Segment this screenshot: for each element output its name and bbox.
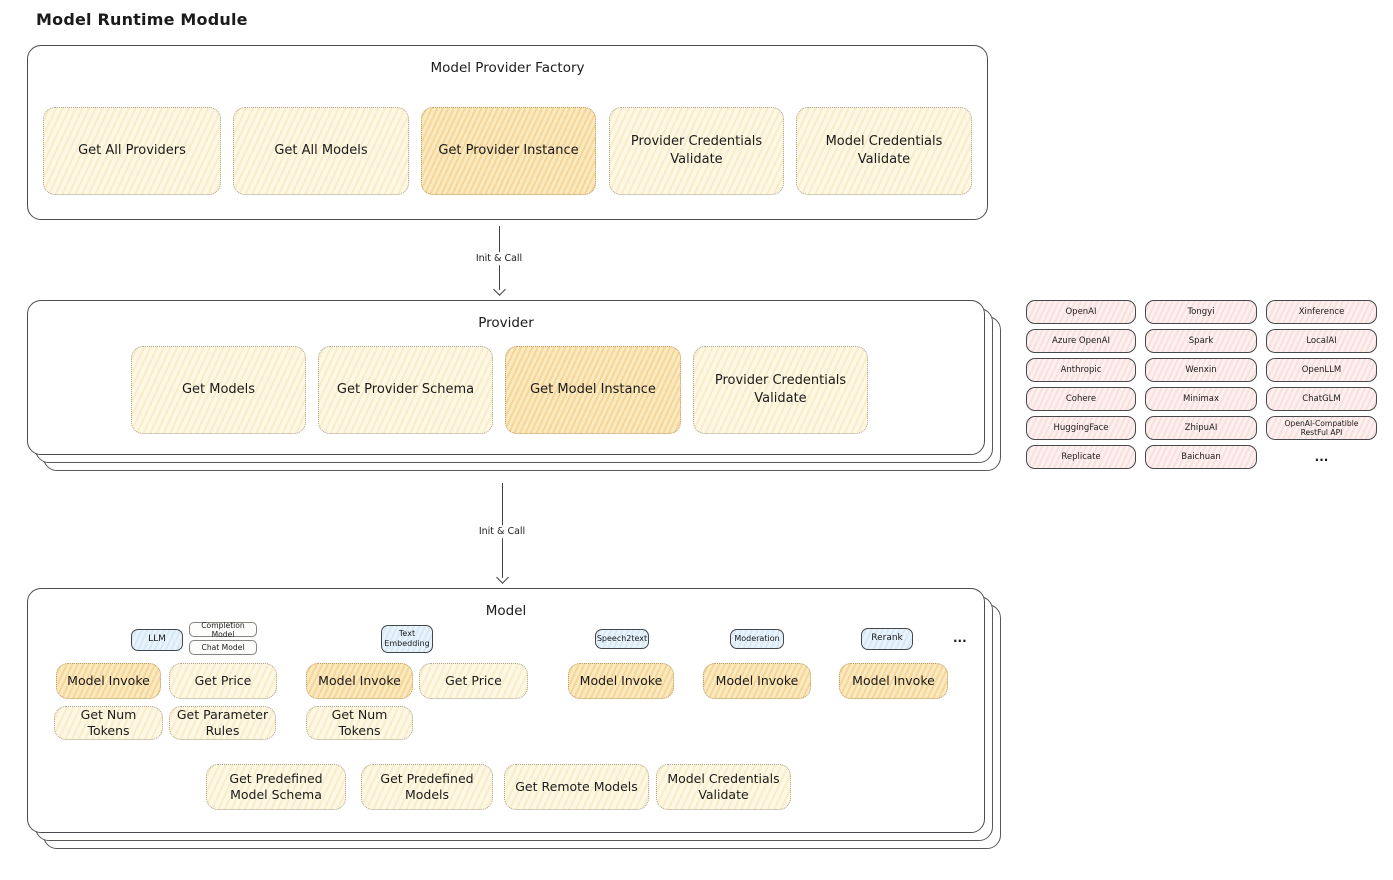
node-get-remote-models: Get Remote Models — [504, 764, 649, 810]
arrow-provider-to-model: Init & Call — [473, 483, 531, 584]
arrow-factory-to-provider: Init & Call — [470, 226, 528, 296]
tabs-more: ... — [953, 631, 967, 645]
node-model-invoke-rerank: Model Invoke — [839, 663, 948, 699]
node-get-price-llm: Get Price — [169, 663, 277, 699]
tab-text-embedding: Text Embedding — [381, 625, 433, 653]
node-provider-credentials-validate: Provider Credentials Validate — [609, 107, 784, 195]
arrow-label: Init & Call — [470, 252, 528, 266]
node-get-model-instance: Get Model Instance — [505, 346, 681, 434]
node-get-parameter-rules: Get Parameter Rules — [169, 706, 276, 740]
tab-completion-model: Completion Model — [189, 621, 257, 639]
provider-item: Replicate — [1026, 445, 1136, 469]
node-get-num-tokens-embedding: Get Num Tokens — [306, 706, 413, 740]
arrow-head-icon — [496, 571, 509, 584]
provider-title: Provider — [478, 315, 534, 331]
provider-item: OpenAI — [1026, 300, 1136, 324]
node-model-invoke-speech2text: Model Invoke — [568, 663, 674, 699]
provider-list: OpenAI Tongyi Xinference Azure OpenAI Sp… — [1026, 300, 1377, 469]
tab-llm: LLM — [131, 629, 183, 651]
provider-item: OpenLLM — [1266, 358, 1377, 382]
provider-item: ZhipuAI — [1145, 416, 1257, 440]
node-get-price-embedding: Get Price — [419, 663, 528, 699]
page-title: Model Runtime Module — [36, 10, 248, 29]
provider-item: Baichuan — [1145, 445, 1257, 469]
tab-rerank: Rerank — [861, 628, 913, 650]
tab-moderation: Moderation — [730, 629, 784, 649]
provider-item: ChatGLM — [1266, 387, 1377, 411]
factory-container: Model Provider Factory Get All Providers… — [27, 45, 988, 220]
node-get-predefined-models: Get Predefined Models — [361, 764, 493, 810]
arrow-label: Init & Call — [473, 524, 531, 538]
node-get-predefined-model-schema: Get Predefined Model Schema — [206, 764, 346, 810]
model-title: Model — [485, 603, 527, 619]
provider-item: LocalAI — [1266, 329, 1377, 353]
node-provider-credentials-validate-2: Provider Credentials Validate — [693, 346, 868, 434]
provider-item: Anthropic — [1026, 358, 1136, 382]
node-model-invoke-embedding: Model Invoke — [306, 663, 413, 699]
provider-container: Provider Get Models Get Provider Schema … — [27, 300, 985, 455]
node-get-all-models: Get All Models — [233, 107, 409, 195]
provider-item: Azure OpenAI — [1026, 329, 1136, 353]
node-get-provider-instance: Get Provider Instance — [421, 107, 596, 195]
provider-item: Wenxin — [1145, 358, 1257, 382]
provider-item: Minimax — [1145, 387, 1257, 411]
provider-item: Spark — [1145, 329, 1257, 353]
node-get-provider-schema: Get Provider Schema — [318, 346, 493, 434]
model-container: Model LLM Completion Model Chat Model Te… — [27, 588, 985, 833]
node-model-invoke-llm: Model Invoke — [56, 663, 161, 699]
provider-item: HuggingFace — [1026, 416, 1136, 440]
factory-title: Model Provider Factory — [430, 60, 585, 76]
node-model-invoke-moderation: Model Invoke — [703, 663, 811, 699]
node-model-credentials-validate-2: Model Credentials Validate — [656, 764, 791, 810]
node-get-all-providers: Get All Providers — [43, 107, 221, 195]
tab-chat-model: Chat Model — [189, 640, 257, 655]
provider-item: OpenAI-Compatible RestFul API — [1266, 416, 1377, 440]
node-model-credentials-validate: Model Credentials Validate — [796, 107, 972, 195]
provider-item: Cohere — [1026, 387, 1136, 411]
node-get-models: Get Models — [131, 346, 306, 434]
node-get-num-tokens-llm: Get Num Tokens — [54, 706, 163, 740]
tab-speech2text: Speech2text — [595, 629, 649, 649]
arrow-head-icon — [493, 283, 506, 296]
provider-item: Xinference — [1266, 300, 1377, 324]
provider-list-more: ... — [1314, 450, 1329, 464]
provider-item: Tongyi — [1145, 300, 1257, 324]
